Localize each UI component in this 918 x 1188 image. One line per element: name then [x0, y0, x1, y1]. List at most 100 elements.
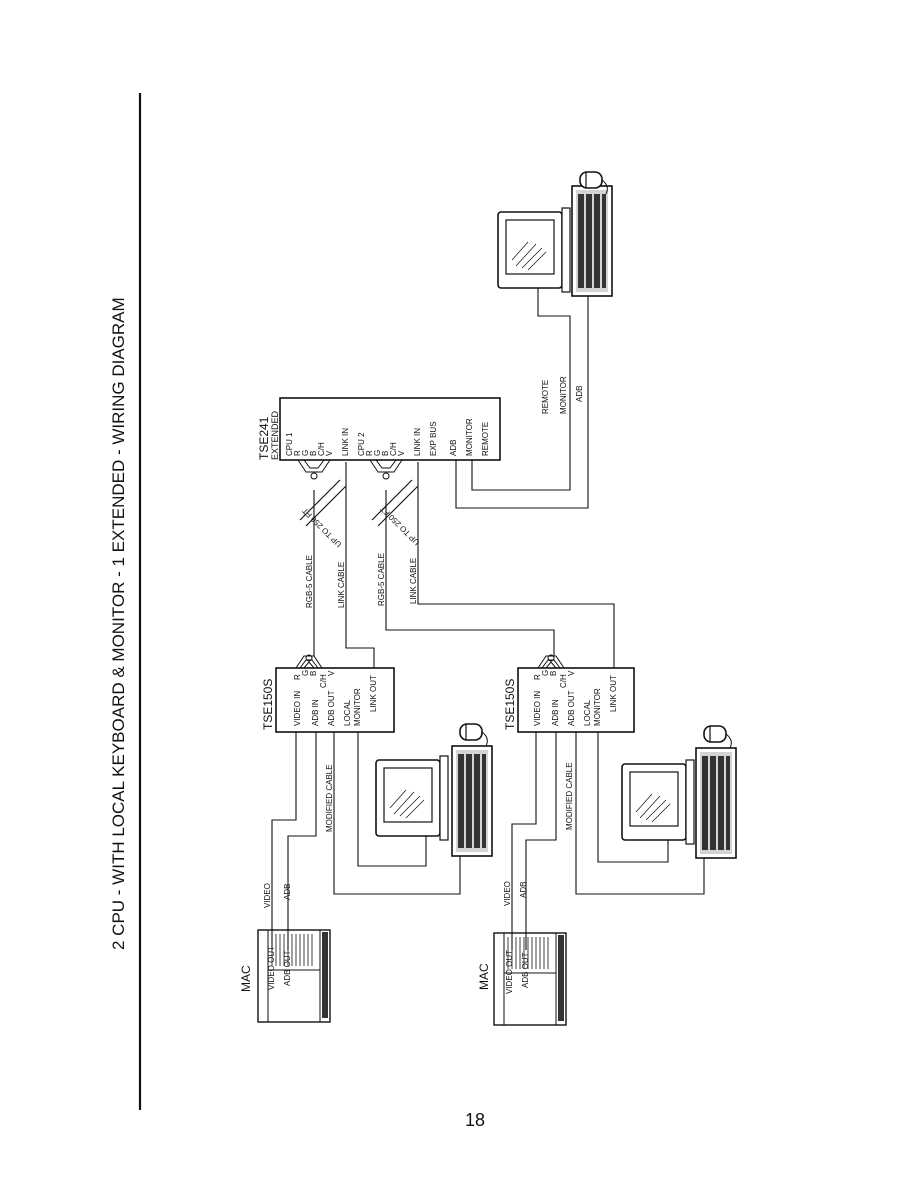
- remote-station: REMOTE MONITOR ADB: [455, 171, 613, 509]
- mac-port-video-out-2: VIDEO OUT: [505, 950, 514, 994]
- tse150s-title-1: TSE150S: [261, 679, 275, 730]
- tse150s-port-local-1: LOCAL: [343, 699, 352, 726]
- distance-break-2b: [377, 485, 419, 527]
- local-monitor-1: [375, 755, 449, 841]
- tse241-port-cpu2: CPU 2: [357, 432, 366, 456]
- mac-label-1: MAC: [239, 965, 253, 992]
- mac-port-adb-out-2: ADB OUT: [521, 952, 530, 988]
- tse150s-rgb-r-1: R: [293, 674, 302, 680]
- remote-adb-label: ADB: [575, 386, 584, 402]
- tse150s-rgb-g-2: G: [541, 670, 550, 676]
- tse241-rgb-connector-2: [369, 459, 403, 480]
- video-cable-2: [511, 732, 537, 950]
- remote-keyboard: [571, 185, 613, 297]
- video-cable-1: [271, 732, 297, 950]
- monitor-cable-2: [597, 732, 669, 863]
- local-mouse-1: [459, 723, 483, 741]
- modified-cable-1: [333, 732, 461, 895]
- tse150s-rgb-g-1: G: [301, 670, 310, 676]
- video-label-1: VIDEO: [263, 883, 272, 908]
- monitor-cable-1: [357, 732, 427, 867]
- distance-break-1a: [299, 479, 341, 521]
- tse241-port-remote: REMOTE: [481, 422, 490, 456]
- tse241-port-exp-bus: EXP BUS: [429, 421, 438, 456]
- tse150s-port-adb-in-1: ADB IN: [311, 699, 320, 726]
- rgb-connector-1: [295, 654, 323, 669]
- remote-monitor-cable: [471, 288, 571, 491]
- tse150s-port-adb-out-2: ADB OUT: [567, 690, 576, 726]
- tse150s-unit-1: TSE150S VIDEO IN ADB IN ADB OUT LOCAL MO…: [261, 654, 395, 733]
- tse150s-port-video-in-1: VIDEO IN: [293, 691, 302, 726]
- tse150s-port-local-2: LOCAL: [583, 699, 592, 726]
- tse150s-port-link-out-2: LINK OUT: [609, 675, 618, 712]
- tse150s-rgb-ch-2: C/H: [559, 674, 568, 688]
- diagram-title: 2 CPU - WITH LOCAL KEYBOARD & MONITOR - …: [109, 297, 128, 950]
- remote-adb-cable: [455, 296, 589, 509]
- distance-break-2a: [371, 479, 413, 521]
- tse241-port-r1: R: [293, 450, 302, 456]
- tse241-port-v2: V: [397, 450, 406, 456]
- mouse-cord-1: [481, 731, 488, 747]
- tse150s-port-monitor-2: MONITOR: [593, 688, 602, 726]
- adb-label-2: ADB: [519, 882, 528, 898]
- tse150s-port-adb-in-2: ADB IN: [551, 699, 560, 726]
- tse241-port-link-in2: LINK IN: [413, 428, 422, 456]
- tse150s-port-link-out-1: LINK OUT: [369, 675, 378, 712]
- cpu1-chain: MAC VIDEO OUT ADB OUT VIDEO ADB TSE150S …: [239, 459, 493, 1023]
- remote-mouse-cord: [601, 179, 608, 195]
- tse150s-rgb-v-2: V: [567, 670, 576, 676]
- tse241-port-r2: R: [365, 450, 374, 456]
- distance-break-1b: [305, 485, 347, 527]
- tse150s-port-video-in-2: VIDEO IN: [533, 691, 542, 726]
- tse241-port-link-in1: LINK IN: [341, 428, 350, 456]
- rgb5-cable-2: [385, 490, 555, 656]
- local-mouse-2: [703, 725, 727, 743]
- remote-label: REMOTE: [541, 380, 550, 414]
- tse241-port-v1: V: [325, 450, 334, 456]
- tse150s-unit-2: TSE150S VIDEO IN ADB IN ADB OUT LOCAL MO…: [503, 654, 635, 733]
- tse241-port-ch1: C/H: [317, 442, 326, 456]
- modified-cable-label-1: MODIFIED CABLE: [325, 764, 334, 832]
- distance-label-1: UP TO 250 FT: [300, 506, 343, 549]
- mouse-cord-2: [725, 733, 732, 749]
- rgb-connector-2: [537, 654, 565, 669]
- tse241-port-b1: B: [309, 451, 318, 456]
- tse150s-rgb-r-2: R: [533, 674, 542, 680]
- tse241-port-g1: G: [301, 450, 310, 456]
- adb-cable-1: [287, 732, 317, 950]
- tse241-subtitle: EXTENDED: [270, 410, 280, 460]
- tse150s-rgb-ch-1: C/H: [319, 674, 328, 688]
- cpu2-chain: MAC VIDEO OUT ADB OUT VIDEO ADB TSE150S …: [369, 459, 737, 1026]
- tse150s-port-adb-out-1: ADB OUT: [327, 690, 336, 726]
- local-keyboard-1: [451, 745, 493, 857]
- rgb5-label-2: RGB-5 CABLE: [377, 553, 386, 606]
- rgb5-label-1: RGB-5 CABLE: [305, 555, 314, 608]
- link-cable-2: [417, 462, 615, 668]
- local-keyboard-2: [695, 747, 737, 859]
- tse241-title: TSE241: [257, 416, 271, 460]
- distance-label-2: UP TO 250 FT: [378, 504, 421, 547]
- page-number: 18: [464, 1110, 486, 1130]
- mac-label-2: MAC: [477, 963, 491, 990]
- tse241-port-cpu1: CPU 1: [285, 432, 294, 456]
- video-label-2: VIDEO: [503, 881, 512, 906]
- tse150s-port-monitor-1: MONITOR: [353, 688, 362, 726]
- mac-computer-1: MAC VIDEO OUT ADB OUT: [239, 929, 331, 1023]
- tse150s-rgb-b-1: B: [309, 671, 318, 676]
- remote-monitor-label: MONITOR: [559, 376, 568, 414]
- tse241-extended-unit: TSE241 EXTENDED CPU 1 R G B C/H V LINK I…: [257, 397, 501, 461]
- tse241-port-adb: ADB: [449, 440, 458, 456]
- local-monitor-2: [621, 759, 695, 845]
- mac-computer-2: MAC VIDEO OUT ADB OUT: [477, 932, 567, 1026]
- modified-cable-2: [575, 732, 705, 895]
- link-cable-1: [345, 462, 375, 668]
- tse241-port-monitor: MONITOR: [465, 418, 474, 456]
- adb-label-1: ADB: [283, 884, 292, 900]
- tse241-port-g2: G: [373, 450, 382, 456]
- tse241-port-ch2: C/H: [389, 442, 398, 456]
- mac-port-adb-out-1: ADB OUT: [283, 950, 292, 986]
- remote-monitor: [497, 207, 571, 293]
- tse150s-rgb-v-1: V: [327, 670, 336, 676]
- tse150s-title-2: TSE150S: [503, 679, 517, 730]
